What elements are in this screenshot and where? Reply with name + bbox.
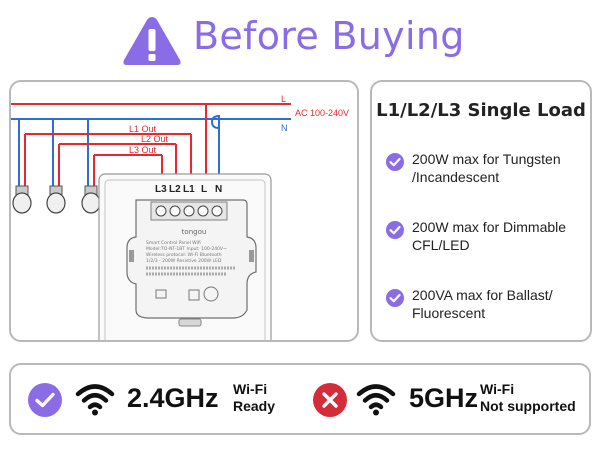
- wire-label-n: N: [281, 123, 288, 133]
- wifi-label: Wi-Fi: [480, 381, 515, 397]
- supply-voltage-label: AC 100-240V: [295, 108, 349, 118]
- wire-label-l: L: [281, 94, 286, 104]
- wifi-ready-label: Ready: [233, 398, 276, 414]
- terminal-l3: L3: [155, 184, 167, 195]
- l1-out-label: L1 Out: [129, 124, 157, 134]
- l2-out-label: L2 Out: [141, 134, 169, 144]
- module-text-2: Model:TO-NT-1BT Input: 100-240V~: [146, 246, 227, 252]
- terminal-l: L: [201, 184, 207, 195]
- page-title: Before Buying: [193, 14, 465, 58]
- bulb-icon: [12, 185, 32, 214]
- header: Before Buying: [0, 0, 600, 80]
- bulb-icon: [81, 185, 101, 214]
- terminal-n: N: [215, 184, 222, 195]
- wifi-label: Wi-Fi: [233, 381, 268, 397]
- check-circle-icon: [28, 383, 62, 417]
- module-text-1: Smart Control Panel Wifi: [146, 240, 201, 246]
- terminal-l1: L1: [183, 184, 195, 195]
- wiring-diagram-panel: tongou Smart Control Panel Wifi Model:TO…: [9, 80, 359, 342]
- wifi-icon: [75, 384, 115, 416]
- check-icon: [386, 289, 404, 307]
- freq-2-4ghz: 2.4GHz: [127, 383, 219, 413]
- module-text-4: 1/2/3 - 200W Resistive 200W LED: [146, 258, 222, 264]
- spec-text: 200W max for Dimmable CFL/LED: [412, 219, 567, 253]
- wifi-icon: [356, 384, 396, 416]
- warning-icon: [123, 17, 181, 65]
- cross-circle-icon: [313, 383, 347, 417]
- freq-5ghz: 5GHz: [409, 383, 479, 413]
- wiring-diagram: tongou Smart Control Panel Wifi Model:TO…: [11, 94, 349, 340]
- module-brand: tongou: [182, 228, 207, 236]
- check-icon: [386, 221, 404, 239]
- terminal-l2: L2: [169, 184, 181, 195]
- load-title: L1/L2/L3 Single Load: [376, 100, 586, 121]
- spec-text: 200VA max for Ballast/ Fluorescent: [412, 287, 553, 321]
- bulb-icon: [46, 185, 66, 214]
- spec-text: 200W max for Tungsten /Incandescent: [412, 151, 561, 185]
- check-icon: [386, 153, 404, 171]
- wifi-not-supported-label: Not supported: [480, 398, 576, 414]
- load-spec-panel: L1/L2/L3 Single Load 200W max for Tungst…: [370, 80, 592, 342]
- switch-module: [126, 199, 257, 327]
- wifi-compat-panel: 2.4GHz Wi-Fi Ready 5GHz Wi-Fi Not suppor…: [9, 363, 591, 435]
- module-text-3: Wireless protocol: Wi-Fi Bluetooth: [146, 252, 222, 258]
- l3-out-label: L3 Out: [129, 145, 157, 155]
